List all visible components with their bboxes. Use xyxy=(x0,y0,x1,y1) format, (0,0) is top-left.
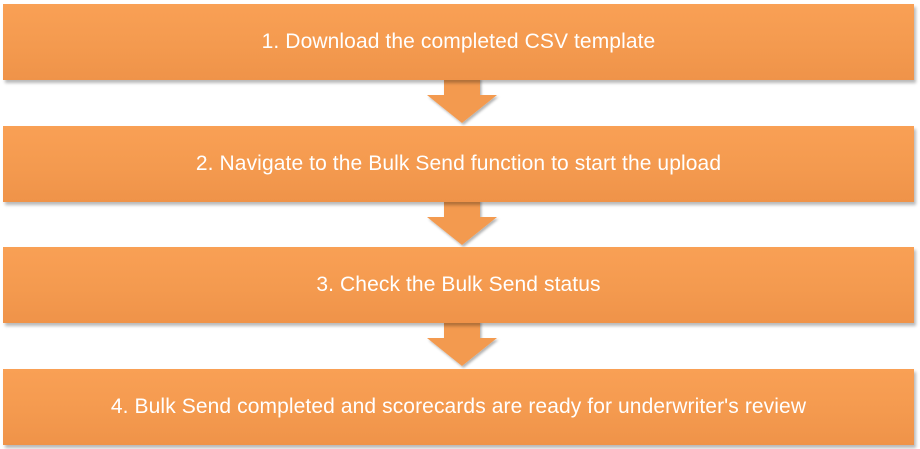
step-1-label: 1. Download the completed CSV template xyxy=(261,30,656,53)
step-4-box: 4. Bulk Send completed and scorecards ar… xyxy=(3,369,914,445)
step-1-box: 1. Download the completed CSV template xyxy=(3,4,914,80)
step-2-label: 2. Navigate to the Bulk Send function to… xyxy=(195,152,722,175)
step-4-label: 4. Bulk Send completed and scorecards ar… xyxy=(110,395,807,418)
step-3-box: 3. Check the Bulk Send status xyxy=(3,247,914,323)
down-arrow-3 xyxy=(425,320,499,368)
step-2-box: 2. Navigate to the Bulk Send function to… xyxy=(3,126,914,202)
down-arrow-1 xyxy=(425,77,499,125)
down-arrow-2 xyxy=(425,199,499,247)
step-3-label: 3. Check the Bulk Send status xyxy=(316,273,601,296)
